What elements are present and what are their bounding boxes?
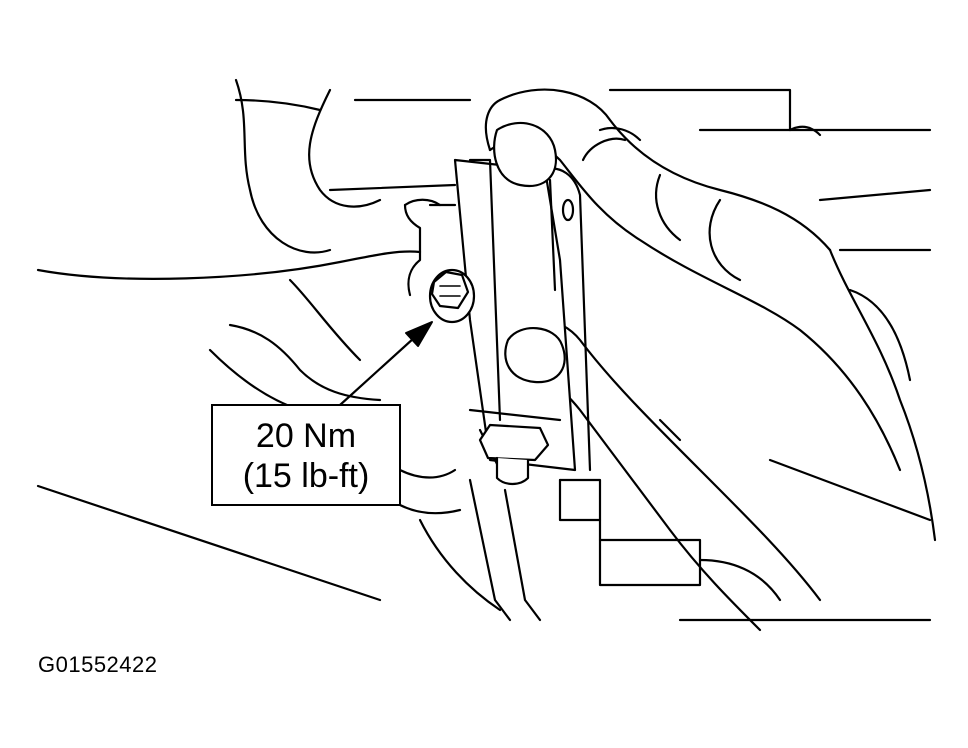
torque-metric-label: 20 Nm [255, 417, 357, 455]
torque-imperial-label: (15 lb-ft) [242, 457, 370, 495]
callout-leader [338, 321, 433, 407]
leader-arrowhead [405, 321, 433, 347]
torque-callout: 20 Nm (15 lb-ft) [211, 404, 401, 506]
hose-fittings [493, 121, 566, 384]
bracket-bolt [428, 268, 476, 324]
mounting-bracket [453, 158, 592, 472]
figure-id-label: G01552422 [38, 652, 158, 677]
background-engine-outlines [36, 78, 932, 622]
lower-nut [468, 423, 550, 622]
